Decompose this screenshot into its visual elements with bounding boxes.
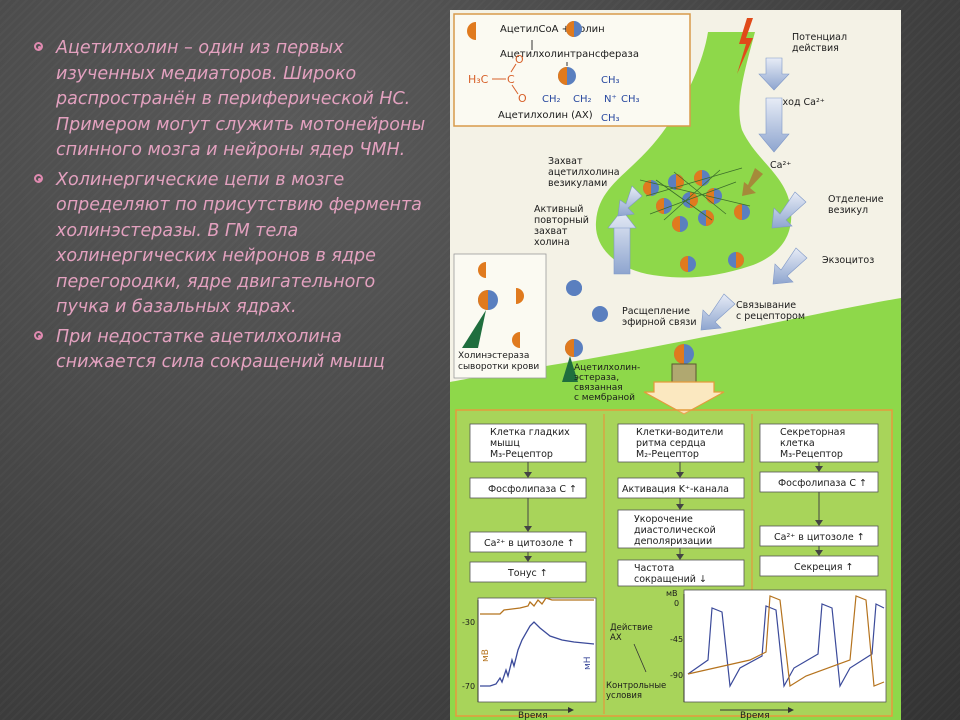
formula-c: C [507, 73, 515, 86]
ca-entry-label: Вход Ca²⁺ [776, 97, 825, 108]
right-tick-1: -45 [670, 635, 683, 644]
action-ach-label: Действие АХ [610, 623, 656, 643]
bullet-item: При недостатке ацетилхолина снижается си… [34, 325, 434, 376]
tension-trace [480, 597, 594, 615]
vesicle-separation-label: Отделение везикул [828, 194, 887, 216]
formula-o-top: O [515, 53, 524, 66]
bullet-item: Холинергические цепи в мозге определяют … [34, 168, 434, 321]
big-down-arrow-icon [643, 381, 725, 415]
bullet-list: Ацетилхолин – один из первых изученных м… [34, 36, 434, 380]
action-potential-label: Потенциал действия [792, 32, 850, 54]
secretory-step-2: Ca²⁺ в цитозоле ↑ [774, 532, 865, 543]
right-tick-2: -90 [670, 671, 683, 680]
left-tick-top: -30 [462, 618, 475, 627]
formula-ch2-b: CH₂ [573, 94, 592, 105]
secretory-title: Секреторная клетка M₃-Рецептор [780, 427, 848, 460]
ca-label: Ca²⁺ [770, 160, 791, 171]
column-pacemaker: Клетки-водители ритма сердца M₂-Рецептор… [617, 423, 745, 587]
half-circle-orange-icon [467, 22, 476, 40]
secretory-step-1: Фосфолипаза C ↑ [778, 478, 867, 489]
bullet-text: Ацетилхолин – один из первых изученных м… [56, 38, 426, 160]
pacemaker-step-1: Активация K⁺-канала [622, 484, 729, 495]
bullet-text: При недостатке ацетилхолина снижается си… [56, 326, 385, 373]
arrow-down-left-icon [700, 293, 736, 331]
smooth-step-3: Тонус ↑ [507, 568, 548, 579]
left-ylabel: мВ [481, 649, 491, 662]
formula-o: O [518, 92, 527, 105]
smooth-step-2: Ca²⁺ в цитозоле ↑ [484, 538, 575, 549]
serum-che-inset [453, 253, 547, 379]
formula-ch3-right: CH₃ [621, 94, 640, 105]
column-secretory: Секреторная клетка M₃-Рецептор Фосфолипа… [759, 423, 879, 577]
formula-n: N⁺ [604, 94, 617, 105]
arrow-uptake-icon [617, 185, 643, 217]
pacemaker-step-2: Укорочение диастолической деполяризации [634, 514, 719, 547]
enzyme-label: Ацетилхолинтрансфераза [500, 49, 639, 60]
left-tick-bottom: -70 [462, 682, 475, 691]
formula-ch3-bottom: CH₃ [601, 113, 620, 124]
formula-ch2-a: CH₂ [542, 94, 561, 105]
left-xlabel: Время [518, 711, 548, 720]
secretory-step-3: Секреция ↑ [794, 562, 853, 573]
bullet-circle-icon [34, 330, 43, 340]
acetylcholine-figure: АцетилCoA + холин Ацетилхолинтрансфераза… [450, 10, 901, 720]
filament-lines [639, 167, 751, 221]
acetylcholine-icon [558, 67, 576, 85]
control-conditions-label: Контрольные условия [606, 681, 669, 701]
vesicle-uptake-label: Захват ацетилхолина везикулами [548, 156, 623, 189]
receptor-icon [671, 363, 697, 383]
arrow-up-icon [607, 209, 637, 275]
pacemaker-step-3: Частота сокращений ↓ [634, 563, 707, 585]
smooth-title: Клетка гладких мышц M₃-Рецептор [490, 427, 573, 460]
reaction-label: АцетилCoA + холин [500, 24, 605, 35]
figure-svg: АцетилCoA + холин Ацетилхолинтрансфераза… [450, 13, 901, 720]
lightning-icon [737, 18, 753, 74]
serum-che-molecules [462, 262, 524, 348]
pacemaker-graph: мВ 0 -45 -90 Действие АХ Контрольные усл… [606, 589, 887, 720]
potential-trace [480, 621, 595, 687]
right-ylabel: мВ [666, 589, 678, 598]
membrane-ache-icon [562, 356, 578, 382]
choline-circle-icon [566, 21, 582, 37]
arrow-down-left-icon [771, 191, 807, 229]
arrow-down-left-icon [772, 247, 808, 285]
right-ylabel: мН [583, 656, 593, 670]
bullet-circle-icon [34, 173, 43, 183]
bullet-circle-icon [34, 42, 43, 51]
ach-trace [687, 595, 885, 688]
control-trace [687, 603, 885, 688]
process-arrows [607, 57, 808, 331]
smooth-muscle-graph: -30 -70 мВ мН Время [462, 597, 597, 720]
ester-cleavage-label: Расщепление эфирной связи [622, 306, 697, 328]
formula-ch3-top: CH₃ [601, 75, 620, 86]
arrow-down-icon [758, 57, 790, 91]
reuptake-label: Активный повторный захват холина [534, 204, 592, 248]
product-label: Ацетилхолин (АХ) [498, 110, 593, 121]
ca-arrow-icon [742, 168, 763, 196]
right-tick-0: 0 [674, 599, 679, 608]
exocytosis-label: Экзоцитоз [822, 255, 874, 266]
smooth-step-1: Фосфолипаза C ↑ [488, 484, 577, 495]
pacemaker-title: Клетки-водители ритма сердца M₂-Рецептор [636, 427, 726, 460]
arrow-down-icon [758, 97, 790, 153]
right-xlabel: Время [740, 711, 770, 720]
receptor-binding-label: Связывание с рецептором [736, 300, 805, 322]
column-smooth-muscle: Клетка гладких мышц M₃-Рецептор Фосфолип… [469, 423, 587, 583]
bullet-text: Холинергические цепи в мозге определяют … [56, 169, 422, 318]
serum-che-label: Холинэстераза сыворотки крови [458, 351, 539, 372]
cleft-molecules [565, 280, 694, 364]
bullet-item: Ацетилхолин – один из первых изученных м… [34, 36, 434, 164]
formula-h3c: H₃C [468, 73, 489, 86]
membrane-ache-label: Ацетилхолин- эстераза, связанная с мембр… [574, 363, 643, 403]
